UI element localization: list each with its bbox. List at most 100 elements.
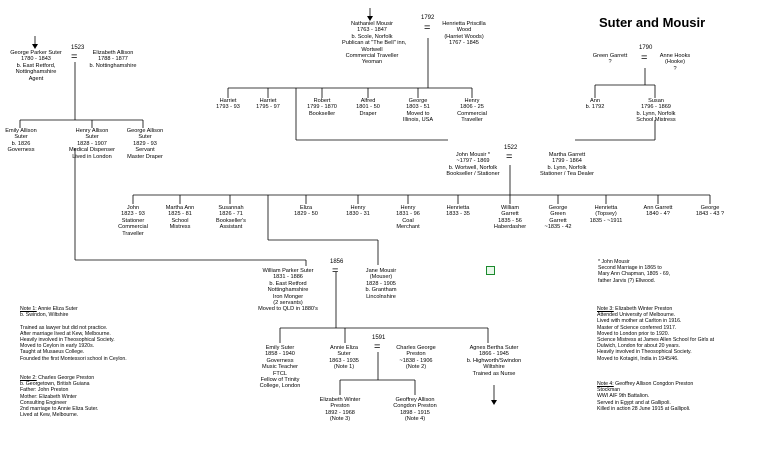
- text-line: Commercial: [118, 224, 148, 231]
- text-line: Henry: [464, 98, 480, 104]
- text-line: b. Lynn, Norfolk: [636, 110, 676, 117]
- text-line: Nottinghamshire: [15, 69, 57, 76]
- diagram-title: Suter and Mousir: [599, 15, 706, 30]
- text-line: Coal: [402, 217, 414, 224]
- marriage-year: 1792: [421, 15, 435, 21]
- note-subject: Annie Eliza Suter: [36, 306, 78, 312]
- text-line: Congdon Preston: [393, 403, 437, 410]
- text-line: Bookseller's: [216, 217, 246, 224]
- marriage-symbol: =: [374, 341, 381, 353]
- person-anne-hooks: Anne Hooks(Hooke)?: [652, 53, 698, 72]
- text-line: Martha Ann: [165, 205, 195, 211]
- text-line: 1780 - 1843: [21, 56, 51, 63]
- text-line: Ann Garrett: [643, 205, 673, 211]
- text-line: b. 1792: [585, 104, 605, 111]
- text-line: 1828 - 1907: [77, 140, 107, 147]
- text-line: Publican at "The Bell" inn,: [342, 40, 407, 47]
- text-line: Elizabeth Allison: [92, 50, 134, 56]
- text-line: Bookseller: [308, 110, 336, 117]
- text-line: ~1835 - 42: [544, 224, 572, 231]
- text-line: ?: [673, 65, 677, 72]
- text-line: Green: [550, 211, 566, 218]
- text-line: Governess: [7, 147, 35, 154]
- text-line: b. Wortwell, Norfolk: [448, 164, 498, 171]
- text-line: b. 1826: [11, 140, 31, 147]
- note-lines: Attended University of Melbourne.Lived w…: [597, 312, 714, 362]
- note-subject: Geoffrey Allison Congdon Preston: [613, 381, 694, 387]
- text-line: 2nd marriage to Annie Eliza Suter.: [20, 406, 99, 413]
- note-2: Note 2: Charles George Preston b. George…: [20, 375, 98, 418]
- text-line: Stationer: [121, 217, 145, 224]
- text-line: * John Mousir: [598, 259, 630, 265]
- text-line: Moved to QLD in 1880's: [258, 306, 318, 313]
- text-line: Father: John Preston: [20, 387, 69, 394]
- text-line: Stockman: [597, 387, 621, 394]
- text-line: Master of Science conferred 1917.: [597, 324, 677, 331]
- text-line: 1866 - 1945: [479, 351, 509, 358]
- text-line: Dulwich, London for about 20 years.: [597, 343, 681, 350]
- note-heading: Note 4:: [597, 381, 614, 387]
- text-line: Commercial: [457, 110, 487, 117]
- text-line: (Note 3): [329, 416, 351, 423]
- text-line: Moved to Ceylon in early 1920s.: [20, 343, 95, 350]
- text-line: Harriet: [219, 98, 237, 104]
- text-line: Music Teacher: [262, 364, 298, 371]
- text-line: Stationer / Tea Dealer: [539, 171, 594, 178]
- text-line: Eliza: [299, 205, 313, 211]
- text-line: Iron Monger: [272, 293, 304, 300]
- text-line: Taught at Musaeus College.: [20, 349, 85, 356]
- text-line: 1830 - 31: [346, 211, 370, 218]
- text-line: b. Georgetown, British Guiana: [20, 381, 90, 388]
- text-line: 1843 - 43 ?: [695, 211, 725, 218]
- text-line: Second Marriage in 1865 to: [598, 265, 662, 272]
- text-line: 1825 - 81: [168, 211, 192, 218]
- text-line: 1826 - 71: [219, 211, 243, 218]
- text-line: Suter: [85, 134, 99, 141]
- text-line: Attended University of Melbourne.: [597, 312, 676, 319]
- text-line: Henrietta Priscilla: [442, 21, 486, 27]
- text-line: 1793 - 93: [216, 104, 240, 111]
- text-line: 1858 - 1940: [265, 351, 295, 358]
- marriage-symbol: =: [506, 151, 513, 163]
- text-line: Agent: [28, 75, 44, 82]
- note-3: Note 3: Elizabeth Winter Preston Attende…: [597, 306, 714, 362]
- text-line: 1829 - 93: [133, 140, 157, 147]
- text-line: Elizabeth Winter: [319, 397, 361, 403]
- text-line: Martha Garrett: [548, 152, 586, 158]
- text-line: George: [548, 205, 568, 211]
- text-line: (Note 4): [404, 416, 426, 423]
- text-line: (2 servants): [273, 300, 303, 307]
- text-line: College, London: [259, 383, 301, 390]
- text-line: 1795 - 97: [256, 104, 280, 111]
- text-line: After marriage lived at Kew, Melbourne.: [20, 330, 111, 337]
- text-line: 1806 - 25: [460, 104, 484, 111]
- text-line: Moved to London prior to 1920.: [597, 330, 670, 337]
- text-line: (Hooke): [665, 59, 685, 66]
- selection-marker[interactable]: [486, 266, 495, 275]
- text-line: 1829 - 50: [294, 211, 318, 218]
- text-line: 1831 - 1886: [273, 274, 303, 281]
- text-line: Ann: [590, 98, 600, 104]
- text-line: 1835 - ~1911: [589, 217, 623, 224]
- text-line: Anne Hooks: [659, 53, 691, 59]
- text-line: (Harriet Woods): [444, 33, 484, 40]
- text-line: Moved to Kotagiri, India in 1945/46.: [597, 355, 679, 362]
- text-line: FTCL: [273, 370, 287, 377]
- text-line: b. Highworth/Swindon: [466, 357, 522, 364]
